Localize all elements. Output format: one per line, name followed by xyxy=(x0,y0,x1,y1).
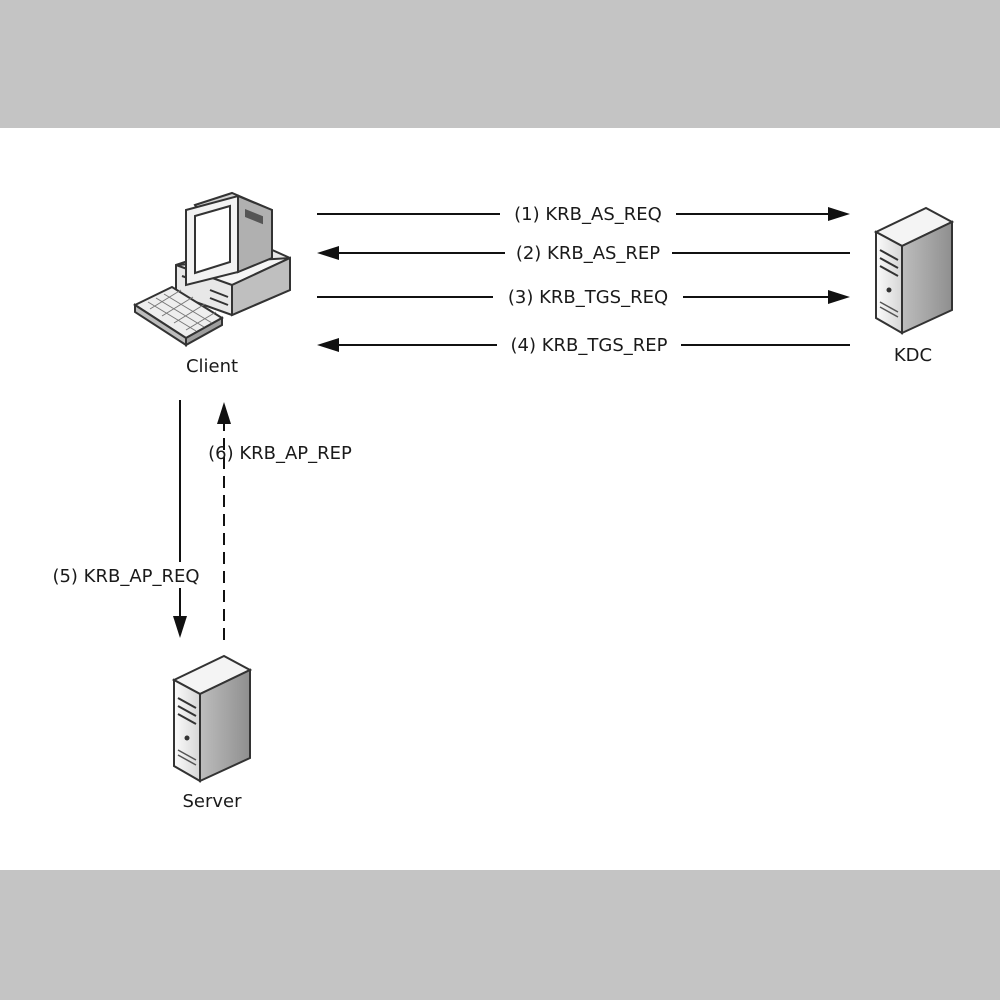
message-arrow xyxy=(173,400,187,638)
server-label: Server xyxy=(182,791,242,812)
message-arrow xyxy=(317,338,850,352)
message-label: (1) KRB_AS_REQ xyxy=(514,204,662,225)
message-arrow xyxy=(317,290,850,304)
server-tower-icon xyxy=(171,654,253,783)
message-label: (2) KRB_AS_REP xyxy=(516,243,660,264)
message-arrow-dashed xyxy=(217,402,231,640)
client-label: Client xyxy=(186,356,238,377)
message-label: (3) KRB_TGS_REQ xyxy=(508,287,668,308)
kdc-label: KDC xyxy=(894,345,932,366)
message-label: (4) KRB_TGS_REP xyxy=(511,335,668,356)
message-label: (6) KRB_AP_REP xyxy=(208,443,352,464)
desktop-computer-icon xyxy=(132,191,291,347)
message-arrow xyxy=(317,207,850,221)
server-tower-icon xyxy=(873,206,955,335)
top-band xyxy=(0,0,1000,128)
message-arrow xyxy=(317,246,850,260)
message-label: (5) KRB_AP_REQ xyxy=(52,566,199,587)
diagram-canvas xyxy=(0,128,1000,870)
bottom-band xyxy=(0,870,1000,1000)
